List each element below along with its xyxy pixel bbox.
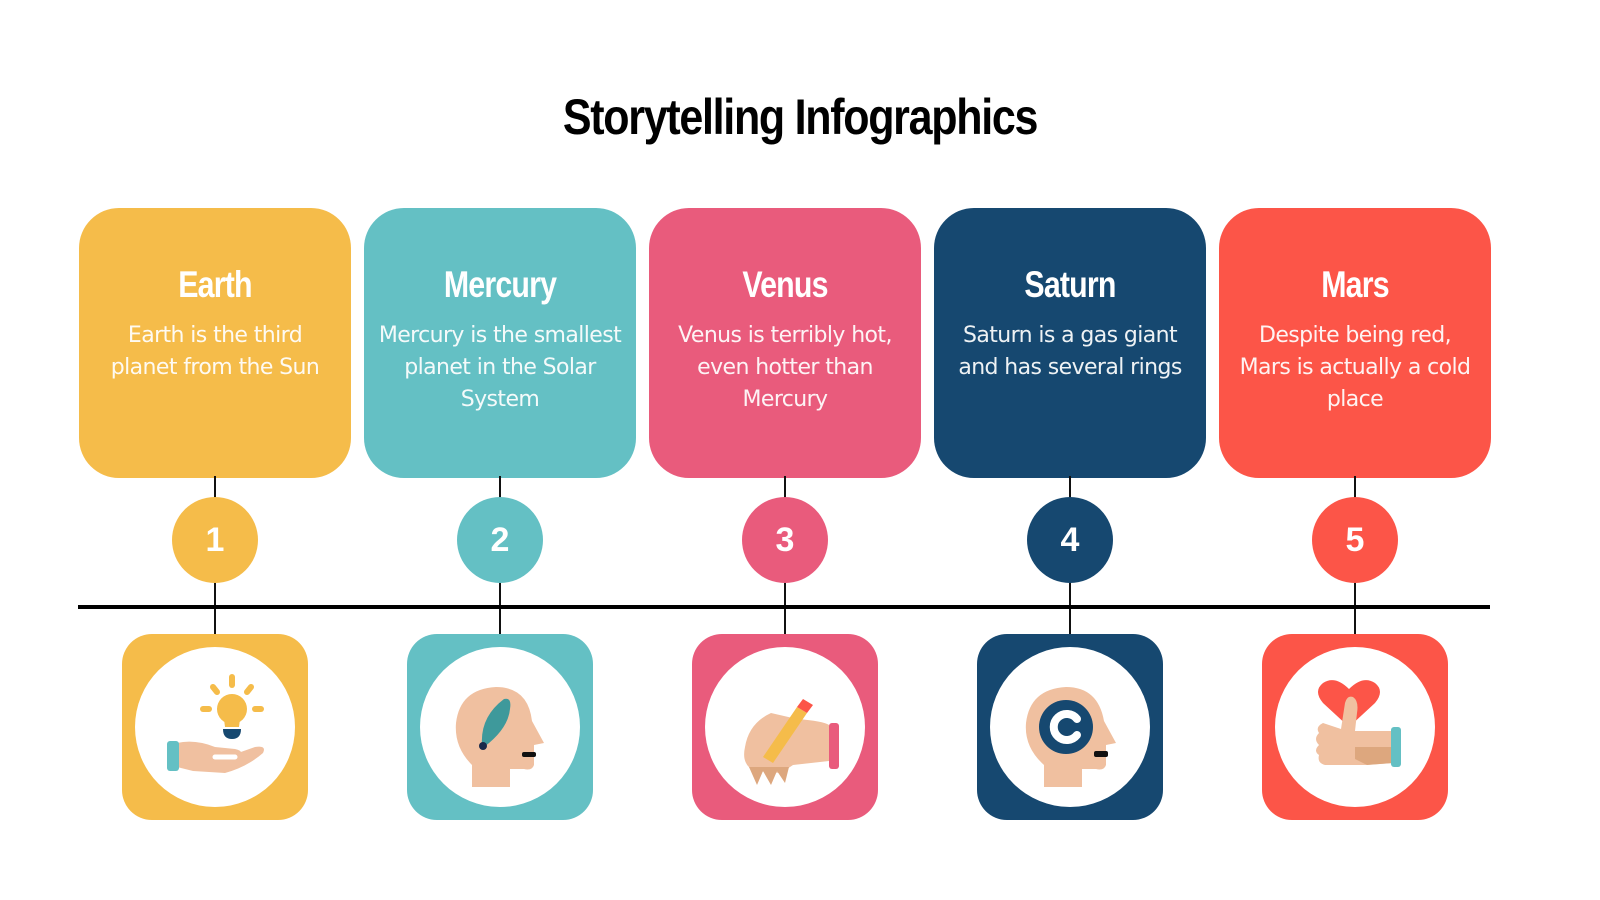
step-description: Venus is terribly hot, even hotter than … [678,323,892,412]
step-title: Earth [178,264,252,305]
icon-tile-earth [122,634,308,820]
step-card-mercury: Mercury Mercury is the smallest planet i… [364,208,636,478]
thumbs-up-heart-icon [1316,680,1401,767]
hand-lightbulb-icon [167,674,264,773]
head-copyright-icon [1025,687,1116,787]
step-number-badge: 5 [1312,497,1398,583]
step-number-badge: 2 [457,497,543,583]
icon-tile-mercury [407,634,593,820]
icon-tile-venus [692,634,878,820]
step-description: Earth is the third planet from the Sun [110,323,320,380]
step-title: Mercury [443,264,557,305]
timeline-axis [78,605,1490,609]
step-title: Saturn [1024,264,1116,305]
step-title: Venus [742,264,828,305]
step-number-badge: 3 [742,497,828,583]
head-leaf-icon [455,687,544,787]
step-number-badge: 4 [1027,497,1113,583]
page-title: Storytelling Infographics [562,89,1039,145]
step-title: Mars [1321,264,1389,305]
step-description: Saturn is a gas giant and has several ri… [958,323,1182,380]
icon-tile-saturn [977,634,1163,820]
step-card-earth: Earth Earth is the third planet from the… [79,208,351,478]
step-number-badge: 1 [172,497,258,583]
step-description: Mercury is the smallest planet in the So… [378,323,622,412]
step-card-saturn: Saturn Saturn is a gas giant and has sev… [934,208,1206,478]
step-card-mars: Mars Despite being red, Mars is actually… [1219,208,1491,478]
hand-pencil-icon [744,699,839,785]
step-card-venus: Venus Venus is terribly hot, even hotter… [649,208,921,478]
step-description: Despite being red, Mars is actually a co… [1239,323,1471,412]
icon-tile-mars [1262,634,1448,820]
